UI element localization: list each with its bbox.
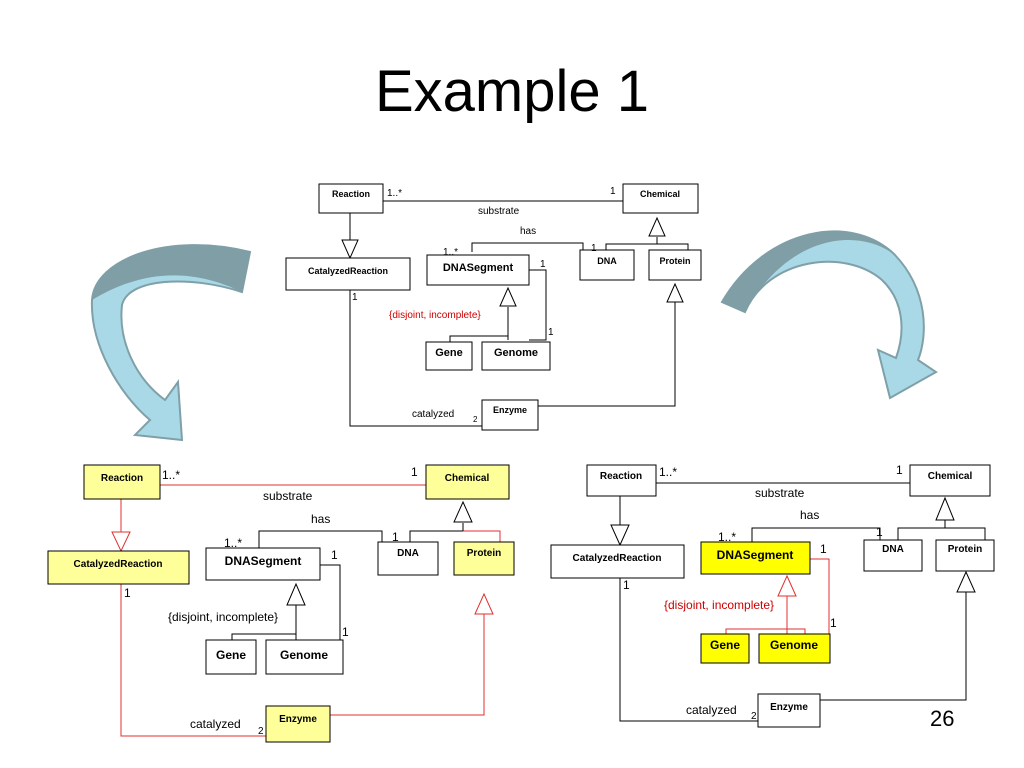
top-mult-dna: 1	[591, 243, 597, 254]
top-class-gene: Gene	[435, 347, 463, 359]
bl-mult-enzyme: 2	[258, 726, 264, 737]
bl-mult-genome: 1	[342, 625, 349, 639]
top-mult-reaction: 1..*	[387, 188, 402, 199]
top-class-catalyzed-reaction: CatalyzedReaction	[308, 266, 388, 276]
left-curved-arrow-icon	[90, 244, 252, 442]
top-class-protein: Protein	[659, 256, 690, 266]
top-class-reaction: Reaction	[332, 189, 370, 199]
bl-mult-dnaseg-genome: 1	[331, 548, 338, 562]
bl-class-gene: Gene	[216, 648, 246, 662]
bl-class-enzyme: Enzyme	[279, 714, 317, 725]
bottom-right-diagram: Reaction Chemical CatalyzedReaction DNAS…	[550, 463, 995, 728]
top-mult-chemical: 1	[610, 186, 616, 197]
br-class-dna: DNA	[882, 544, 904, 555]
top-mult-dnaseg-genome: 1	[540, 259, 546, 270]
top-label-catalyzed: catalyzed	[412, 409, 454, 420]
br-mult-chemical: 1	[896, 463, 903, 477]
bl-mult-reaction: 1..*	[162, 468, 180, 482]
top-label-has: has	[520, 226, 536, 237]
bottom-left-diagram: Reaction Chemical CatalyzedReaction DNAS…	[47, 464, 515, 743]
br-class-reaction: Reaction	[600, 471, 642, 482]
top-class-enzyme: Enzyme	[493, 405, 527, 415]
br-class-gene: Gene	[710, 638, 740, 652]
br-class-enzyme: Enzyme	[770, 702, 808, 713]
bl-label-substrate: substrate	[263, 489, 313, 503]
br-mult-reaction: 1..*	[659, 465, 677, 479]
bl-label-catalyzed: catalyzed	[190, 717, 241, 731]
bl-class-protein: Protein	[467, 548, 501, 559]
br-mult-catalyzed: 1	[623, 578, 630, 592]
top-class-dna: DNA	[597, 256, 617, 266]
bl-mult-dnasegment: 1..*	[224, 536, 242, 550]
bl-label-has: has	[311, 512, 330, 526]
br-mult-enzyme: 2	[751, 711, 757, 722]
br-label-catalyzed: catalyzed	[686, 703, 737, 717]
top-diagram: Reaction Chemical CatalyzedReaction DNAS…	[285, 183, 702, 431]
top-mult-genome: 1	[548, 327, 554, 338]
br-mult-genome: 1	[830, 616, 837, 630]
top-class-genome: Genome	[494, 347, 538, 359]
slide-title: Example 1	[374, 59, 650, 124]
top-label-substrate: substrate	[478, 206, 520, 217]
bl-mult-catalyzed: 1	[124, 586, 131, 600]
right-curved-arrow-icon	[720, 230, 938, 400]
br-class-chemical: Chemical	[928, 471, 973, 482]
bl-mult-dna: 1	[392, 530, 399, 544]
top-mult-catalyzed: 1	[352, 292, 358, 303]
bl-mult-chemical: 1	[411, 465, 418, 479]
bl-class-genome: Genome	[280, 648, 328, 662]
bl-constraint-label: {disjoint, incomplete}	[168, 610, 278, 624]
top-class-chemical: Chemical	[640, 189, 680, 199]
br-label-substrate: substrate	[755, 486, 805, 500]
br-class-dna-segment: DNASegment	[717, 548, 794, 562]
top-constraint-label: {disjoint, incomplete}	[389, 310, 481, 321]
bl-class-chemical: Chemical	[445, 473, 490, 484]
bl-class-reaction: Reaction	[101, 473, 143, 484]
top-mult-enzyme: 2	[473, 415, 478, 424]
br-mult-dna: 1	[876, 525, 883, 539]
br-mult-dnasegment: 1..*	[718, 530, 736, 544]
top-class-dna-segment: DNASegment	[443, 262, 514, 274]
br-label-has: has	[800, 508, 819, 522]
br-class-genome: Genome	[770, 638, 818, 652]
bl-class-catalyzed-reaction: CatalyzedReaction	[74, 559, 163, 570]
br-mult-dnaseg-genome: 1	[820, 542, 827, 556]
top-mult-dnasegment: 1..*	[443, 247, 458, 258]
bl-class-dna: DNA	[397, 548, 419, 559]
bl-class-dna-segment: DNASegment	[225, 554, 302, 568]
br-class-protein: Protein	[948, 544, 982, 555]
br-class-catalyzed-reaction: CatalyzedReaction	[573, 553, 662, 564]
br-constraint-label: {disjoint, incomplete}	[664, 598, 774, 612]
page-number: 26	[930, 706, 955, 731]
